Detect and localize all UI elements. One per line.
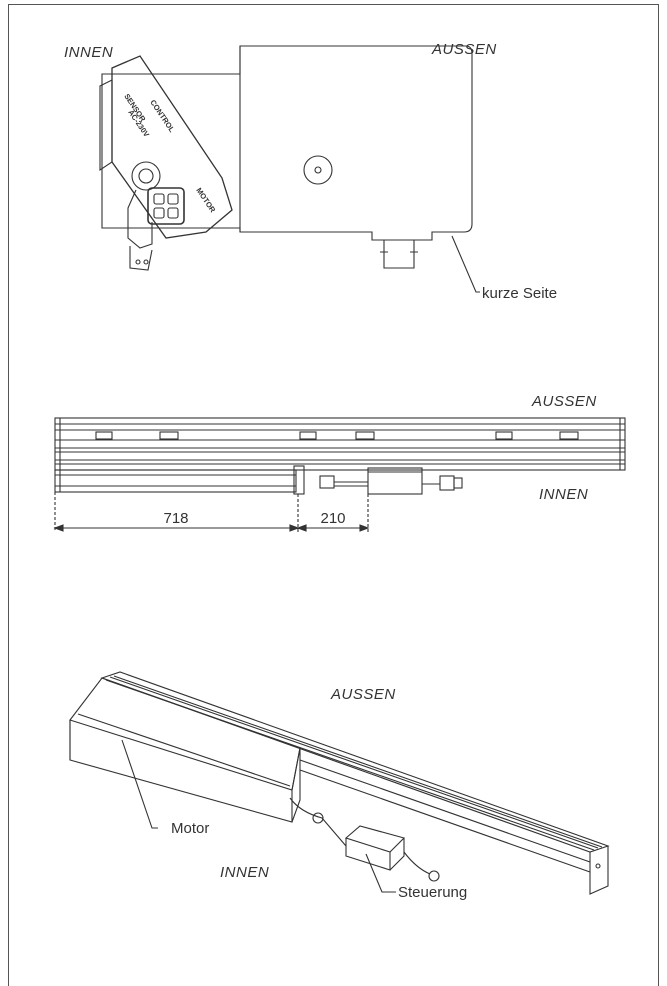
connector-label-motor: MOTOR (194, 186, 217, 215)
fig1-short-side-label: kurze Seite (482, 285, 558, 302)
fig3-motor-label: Motor (171, 820, 210, 837)
fig1-end-view (99, 45, 480, 293)
fig2-top-view (53, 417, 626, 532)
dimension-718: 718 (163, 510, 188, 527)
fig3-control-label: Steuerung (398, 884, 468, 901)
page-frame (8, 4, 659, 986)
fig3-inside-label: INNEN (220, 864, 270, 881)
fig3-outside-label: AUSSEN (331, 686, 396, 703)
dimension-210: 210 (320, 510, 345, 527)
fig1-outside-label: AUSSEN (432, 41, 497, 58)
fig3-iso-view (69, 671, 610, 895)
fig2-inside-label: INNEN (539, 486, 589, 503)
fig2-outside-label: AUSSEN (532, 393, 597, 410)
fig2-dimensions: 718 210 (163, 510, 345, 527)
fig1-inside-label: INNEN (64, 44, 114, 61)
